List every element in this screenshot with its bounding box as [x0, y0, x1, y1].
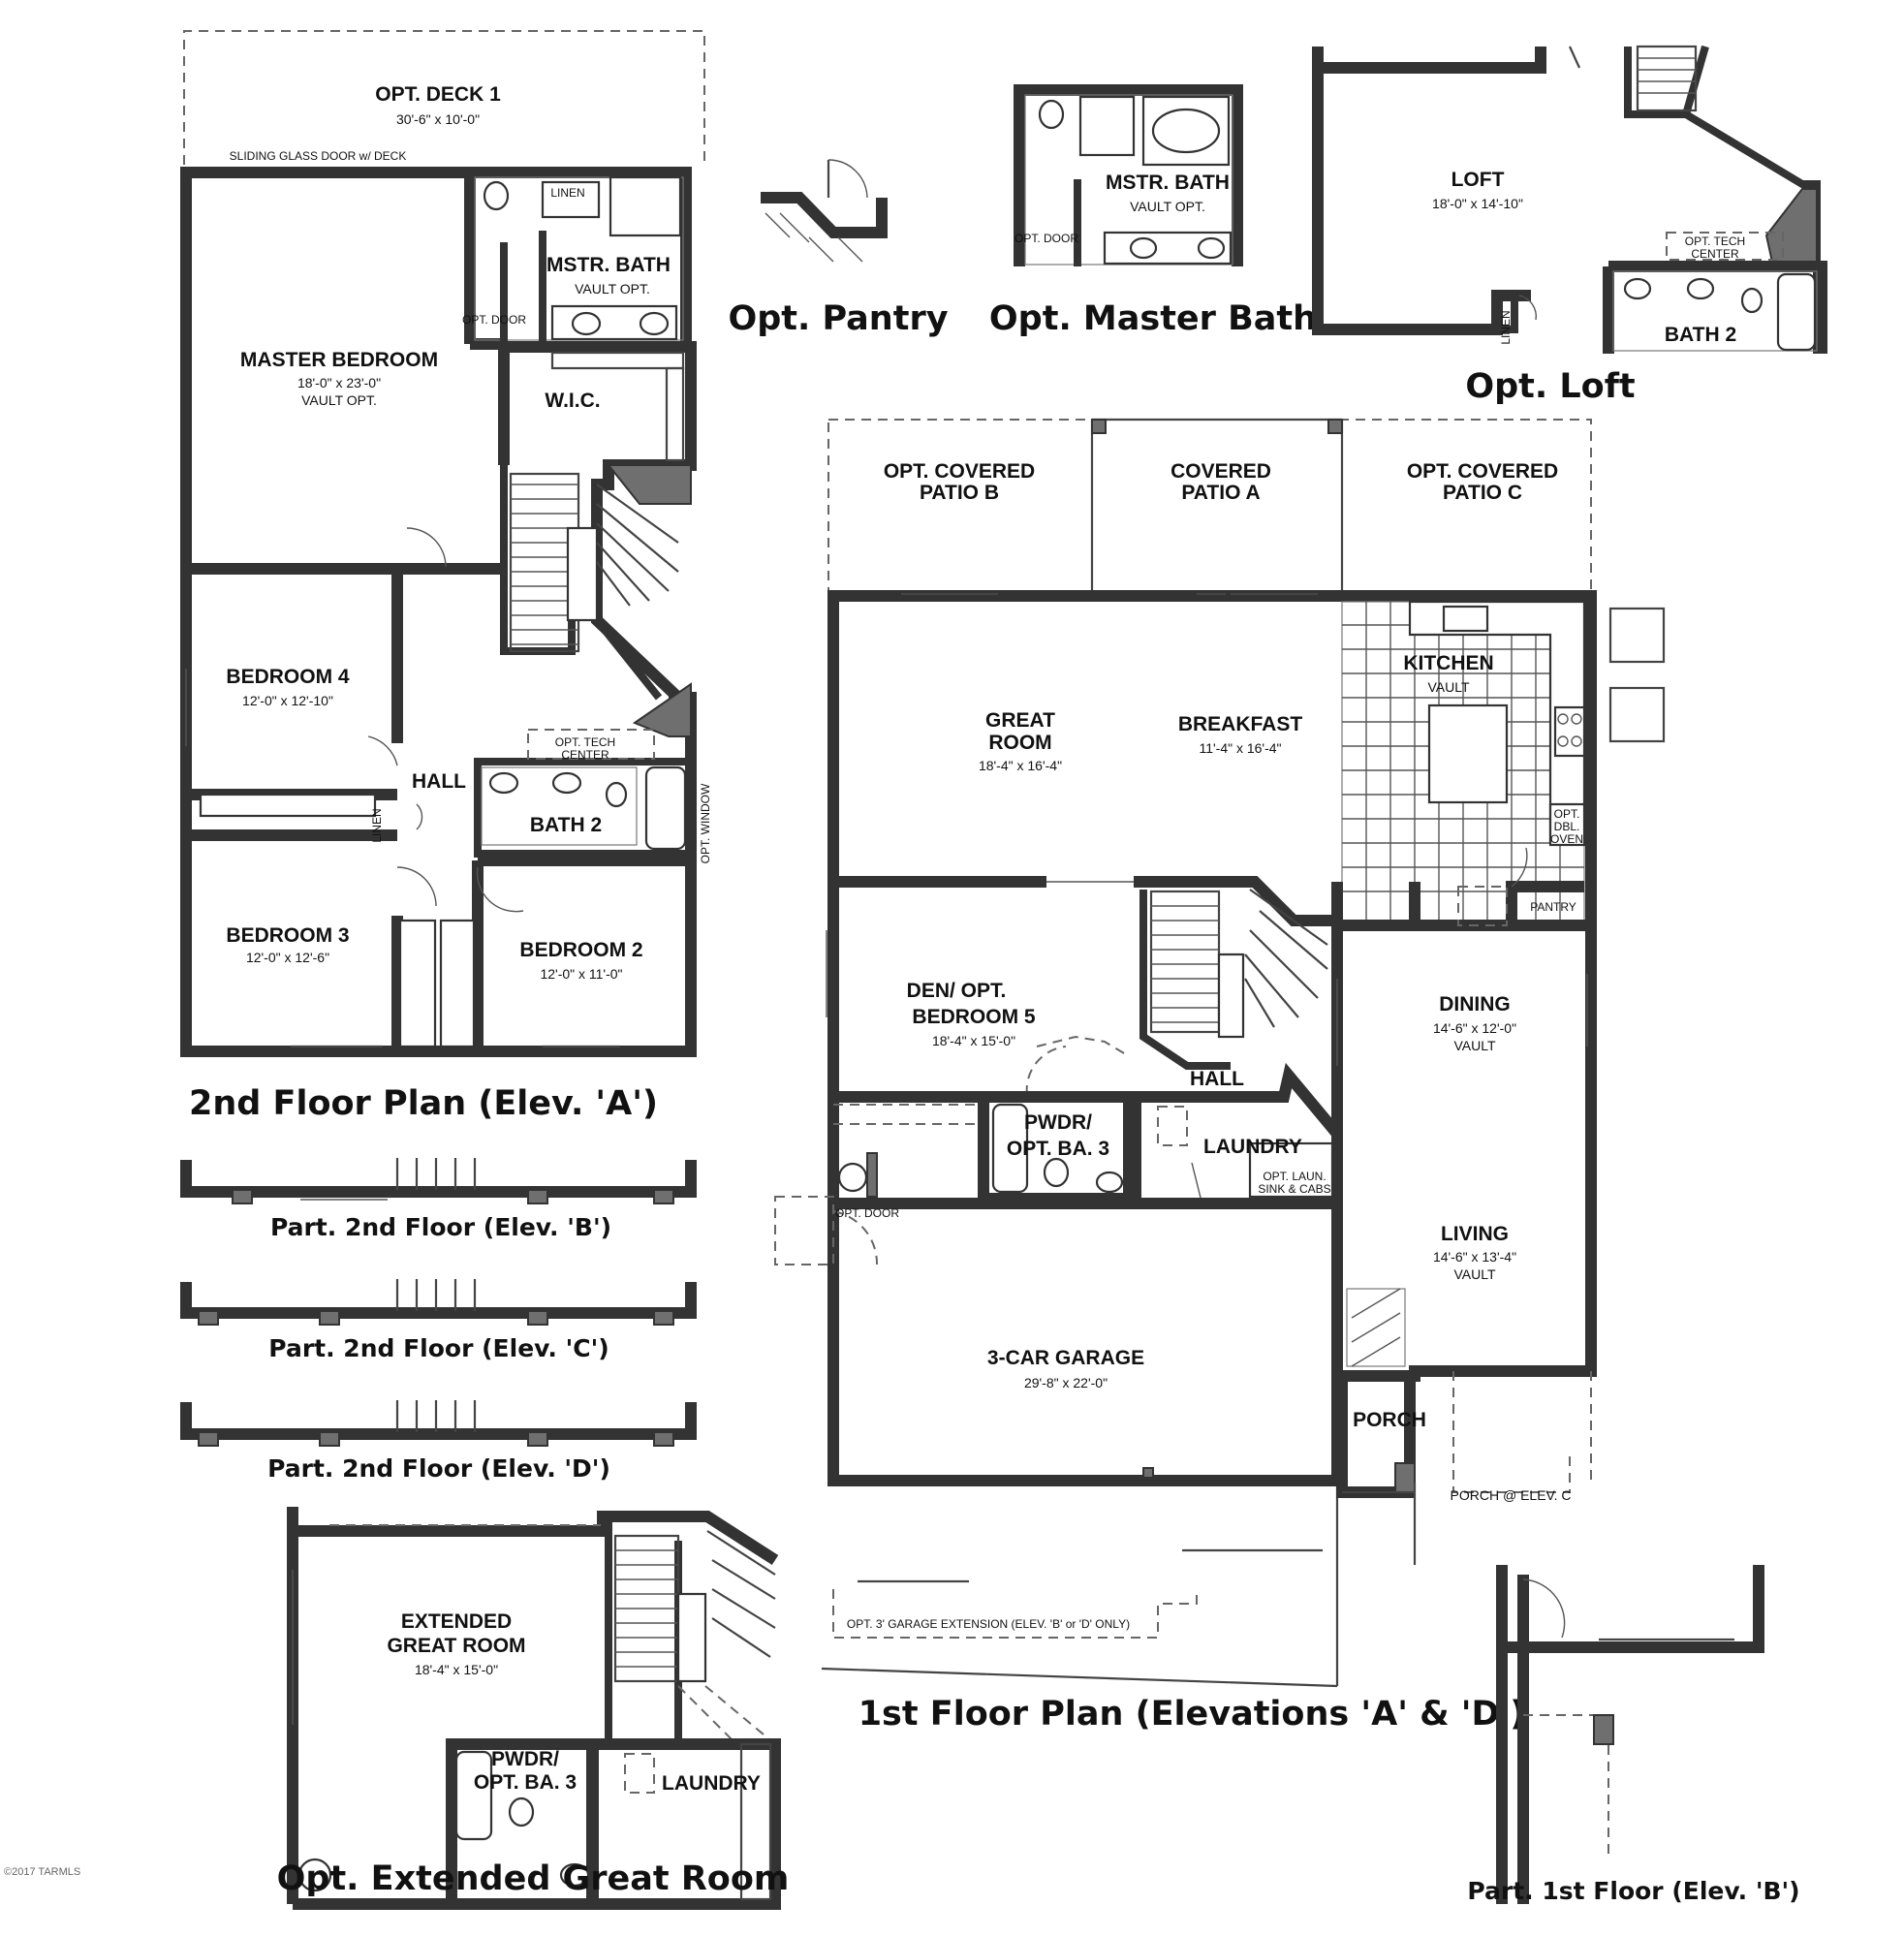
- partial-second-floor-b: Part. 2nd Floor (Elev. 'B'): [180, 1158, 697, 1241]
- bedroom-3-label: BEDROOM 3: [226, 924, 349, 947]
- kitchen-note: VAULT: [1427, 679, 1469, 695]
- laun-sink-label-1: OPT. LAUN.: [1263, 1170, 1326, 1183]
- opt-loft: LOFT 18'-0" x 14'-10" OPT. TECH CENTER B…: [1312, 45, 1827, 406]
- bath-2-label: BATH 2: [530, 814, 602, 836]
- bedroom-2-label: BEDROOM 2: [519, 939, 642, 961]
- dbl-oven-label-2: DBL.: [1554, 820, 1580, 833]
- sliding-door-note: SLIDING GLASS DOOR w/ DECK: [230, 149, 407, 163]
- first-opt-door-label: OPT. DOOR: [835, 1206, 899, 1220]
- patio-c-label-1: OPT. COVERED: [1407, 460, 1558, 483]
- den-label-2: BEDROOM 5: [912, 1006, 1036, 1028]
- patio-b-label-1: OPT. COVERED: [884, 460, 1035, 483]
- bedroom-4-dim: 12'-0" x 12'-10": [242, 693, 333, 708]
- living-label: LIVING: [1441, 1223, 1509, 1245]
- ext-laundry-label: LAUNDRY: [662, 1772, 761, 1795]
- loft-linen-label: LINEN: [1499, 310, 1513, 344]
- tech-center-label-1: OPT. TECH: [555, 735, 615, 749]
- kitchen-label: KITCHEN: [1403, 652, 1493, 674]
- bedroom-3-dim: 12'-0" x 12'-6": [246, 950, 329, 965]
- breakfast-dim: 11'-4" x 16'-4": [1199, 740, 1281, 756]
- linen-label: LINEN: [550, 186, 584, 200]
- porch-elev-c-label: PORCH @ ELEV. C: [1451, 1487, 1572, 1503]
- patio-a-label-2: PATIO A: [1181, 482, 1260, 504]
- breakfast-label: BREAKFAST: [1178, 713, 1303, 735]
- hall-label: HALL: [412, 770, 466, 793]
- partial-second-floor-c: Part. 2nd Floor (Elev. 'C'): [180, 1279, 697, 1362]
- mstr-bath-label: MSTR. BATH: [546, 254, 671, 276]
- dining-label: DINING: [1439, 993, 1511, 1015]
- den-label-1: DEN/ OPT.: [907, 980, 1007, 1002]
- garage-extension-note: OPT. 3' GARAGE EXTENSION (ELEV. 'B' or '…: [847, 1617, 1130, 1631]
- second-floor-plan: OPT. DECK 1 30'-6" x 10'-0" SLIDING GLAS…: [180, 30, 712, 1123]
- first-floor-plan: OPT. COVERED PATIO B COVERED PATIO A OPT…: [774, 418, 1666, 1734]
- pantry-label: PANTRY: [1530, 900, 1576, 914]
- opt-window-label: OPT. WINDOW: [699, 783, 712, 863]
- first-hall-label: HALL: [1190, 1068, 1244, 1090]
- mstr-bath-note: VAULT OPT.: [575, 281, 650, 297]
- part-d-title: Part. 2nd Floor (Elev. 'D'): [267, 1454, 610, 1483]
- loft-tech-center-2: CENTER: [1691, 247, 1739, 261]
- loft-tech-center-1: OPT. TECH: [1685, 234, 1745, 248]
- patio-a-label-1: COVERED: [1170, 460, 1271, 483]
- garage-label: 3-CAR GARAGE: [987, 1347, 1144, 1369]
- pwdr-label-1: PWDR/: [1024, 1111, 1092, 1134]
- pwdr-label-2: OPT. BA. 3: [1007, 1138, 1109, 1160]
- watermark: ©2017 TARMLS: [4, 1866, 80, 1878]
- ext-great-room-label-1: EXTENDED: [401, 1610, 512, 1633]
- dbl-oven-label-3: OVEN: [1550, 832, 1583, 846]
- great-room-label-2: ROOM: [988, 732, 1051, 754]
- first-floor-title: 1st Floor Plan (Elevations 'A' & 'D'): [858, 1695, 1526, 1734]
- linen-closet-label: LINEN: [370, 808, 384, 842]
- loft-label: LOFT: [1451, 169, 1505, 191]
- loft-dim: 18'-0" x 14'-10": [1432, 196, 1523, 211]
- bedroom-2-dim: 12'-0" x 11'-0": [540, 966, 622, 982]
- living-dim: 14'-6" x 13'-4": [1433, 1249, 1516, 1265]
- patio-b-label-2: PATIO B: [920, 482, 999, 504]
- opt-mstr-bath-label: MSTR. BATH: [1106, 172, 1230, 194]
- porch-label: PORCH: [1353, 1409, 1426, 1431]
- opt-door-label: OPT. DOOR: [462, 313, 526, 327]
- ext-great-room-label-2: GREAT ROOM: [387, 1635, 525, 1657]
- dbl-oven-label-1: OPT.: [1554, 807, 1580, 821]
- master-bedroom-note: VAULT OPT.: [301, 392, 377, 408]
- tech-center-label-2: CENTER: [561, 748, 609, 762]
- loft-bath-2-label: BATH 2: [1665, 324, 1736, 346]
- opt-mstr-bath-note: VAULT OPT.: [1130, 199, 1205, 214]
- opt-master-bath: MSTR. BATH VAULT OPT. OPT. DOOR Opt. Mas…: [989, 84, 1317, 338]
- master-bedroom-label: MASTER BEDROOM: [240, 349, 438, 371]
- deck-label: OPT. DECK 1: [375, 83, 501, 106]
- partial-first-floor-b: Part. 1st Floor (Elev. 'B'): [1467, 1565, 1800, 1905]
- dining-dim: 14'-6" x 12'-0": [1433, 1020, 1516, 1036]
- second-floor-title: 2nd Floor Plan (Elev. 'A'): [189, 1084, 658, 1123]
- great-room-label-1: GREAT: [985, 709, 1055, 732]
- ext-great-room-title: Opt. Extended Great Room: [277, 1859, 790, 1898]
- deck-dim: 30'-6" x 10'-0": [396, 111, 480, 127]
- dining-note: VAULT: [1453, 1038, 1495, 1053]
- ext-pwdr-label-1: PWDR/: [491, 1748, 559, 1770]
- loft-title: Opt. Loft: [1465, 367, 1635, 406]
- living-note: VAULT: [1453, 1266, 1495, 1282]
- part-b-title: Part. 2nd Floor (Elev. 'B'): [270, 1213, 611, 1241]
- part-first-b-title: Part. 1st Floor (Elev. 'B'): [1467, 1877, 1799, 1905]
- partial-second-floor-d: Part. 2nd Floor (Elev. 'D'): [180, 1400, 697, 1483]
- bedroom-4-label: BEDROOM 4: [226, 666, 350, 688]
- garage-dim: 29'-8" x 22'-0": [1024, 1375, 1108, 1390]
- part-c-title: Part. 2nd Floor (Elev. 'C'): [268, 1334, 609, 1362]
- opt-pantry: Opt. Pantry: [728, 159, 949, 338]
- den-dim: 18'-4" x 15'-0": [932, 1033, 1015, 1048]
- opt-extended-great-room: EXTENDED GREAT ROOM 18'-4" x 15'-0" PWDR…: [277, 1507, 790, 1910]
- ext-pwdr-label-2: OPT. BA. 3: [474, 1771, 577, 1794]
- ext-great-room-dim: 18'-4" x 15'-0": [415, 1662, 498, 1677]
- great-room-dim: 18'-4" x 16'-4": [979, 758, 1062, 773]
- wic-label: W.I.C.: [545, 390, 600, 412]
- laun-sink-label-2: SINK & CABS: [1258, 1182, 1330, 1196]
- patio-c-label-2: PATIO C: [1443, 482, 1522, 504]
- pantry-title: Opt. Pantry: [728, 299, 948, 338]
- opt-mstr-bath-door: OPT. DOOR: [1014, 232, 1078, 245]
- master-bath-title: Opt. Master Bath: [989, 299, 1317, 338]
- laundry-label: LAUNDRY: [1203, 1136, 1302, 1158]
- master-bedroom-dim: 18'-0" x 23'-0": [297, 375, 381, 391]
